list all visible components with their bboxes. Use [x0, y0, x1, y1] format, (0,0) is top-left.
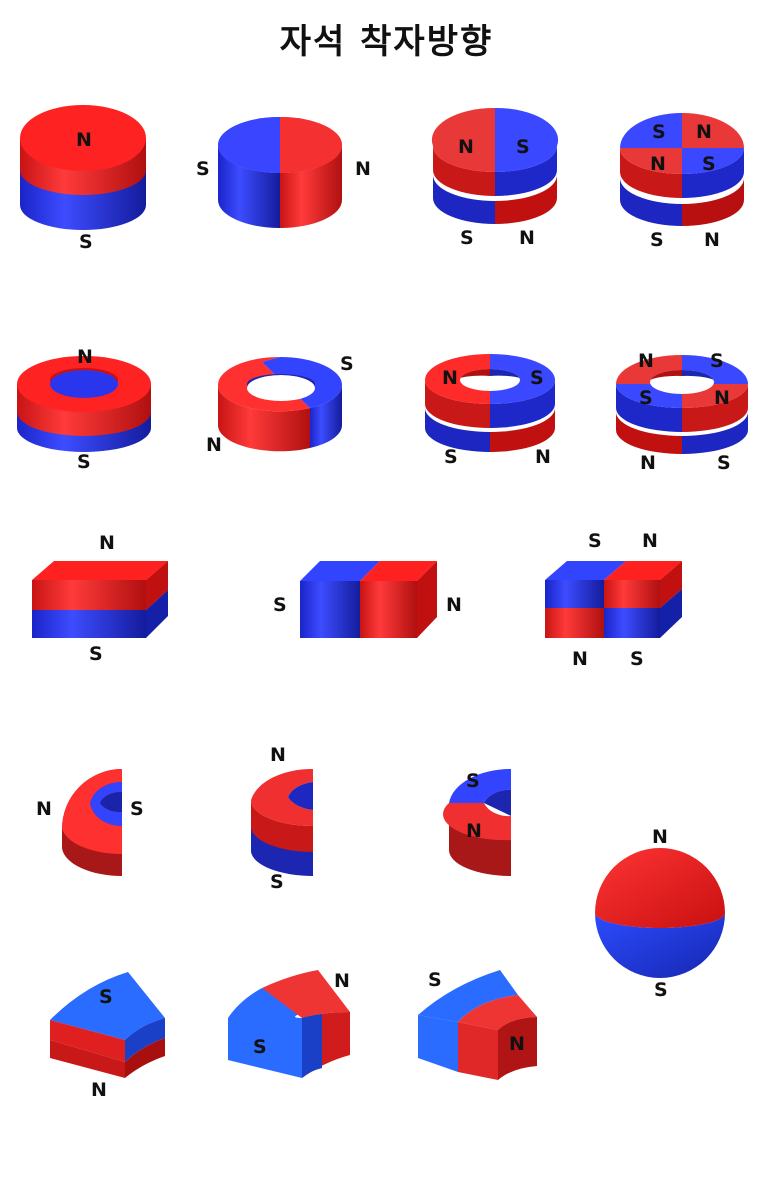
pole-label: N: [650, 153, 666, 175]
pole-label: N: [638, 350, 654, 372]
magnet-ring-four-pole: [616, 355, 748, 454]
magnet-ring-two-pole: [425, 354, 555, 452]
pole-label: N: [704, 229, 720, 251]
pole-label: N: [466, 820, 482, 842]
pole-label: S: [588, 530, 602, 552]
pole-label: N: [519, 227, 535, 249]
pole-label: N: [442, 367, 458, 389]
magnet-half-ring-axial: [251, 768, 313, 877]
magnet-disc-axial: [20, 105, 146, 230]
magnet-ring-diametric: [217, 357, 343, 452]
magnet-half-ring-two-pole: [443, 768, 511, 876]
magnet-arc-thickness: [50, 972, 165, 1078]
magnet-block-length: [300, 561, 437, 638]
pole-label: N: [572, 648, 588, 670]
pole-label: S: [130, 798, 144, 820]
pole-label: N: [535, 446, 551, 468]
pole-label: S: [654, 979, 668, 1001]
pole-label: S: [77, 451, 91, 473]
pole-label: S: [89, 643, 103, 665]
pole-label: S: [702, 153, 716, 175]
pole-label: N: [509, 1033, 525, 1055]
pole-label: N: [91, 1079, 107, 1101]
pole-label: S: [652, 121, 666, 143]
pole-label: S: [710, 350, 724, 372]
pole-label: S: [717, 452, 731, 474]
pole-label: N: [446, 594, 462, 616]
magnet-arc-length: [418, 970, 537, 1080]
pole-label: N: [696, 121, 712, 143]
pole-label: S: [270, 871, 284, 893]
pole-label: S: [79, 231, 93, 253]
pole-label: N: [76, 129, 92, 151]
pole-label: N: [355, 158, 371, 180]
pole-label: N: [99, 532, 115, 554]
pole-label: N: [458, 136, 474, 158]
pole-label: N: [714, 387, 730, 409]
pole-label: S: [516, 136, 530, 158]
pole-label: S: [444, 446, 458, 468]
pole-label: N: [652, 826, 668, 848]
page-title: 자석 착자방향: [279, 22, 494, 62]
magnet-block-four-pole: [545, 561, 682, 638]
magnet-block-thickness: [32, 561, 168, 638]
pole-labels: N S S N N S S N S N N S S N N S S N N S …: [36, 121, 731, 1101]
pole-label: S: [273, 594, 287, 616]
pole-label: S: [253, 1036, 267, 1058]
pole-label: S: [99, 986, 113, 1008]
pole-label: S: [428, 969, 442, 991]
pole-label: N: [640, 452, 656, 474]
pole-label: S: [340, 353, 354, 375]
pole-label: S: [466, 770, 480, 792]
magnet-sphere: [595, 848, 725, 978]
pole-label: N: [36, 798, 52, 820]
magnet-disc-two-pole: [431, 107, 559, 224]
pole-label: S: [530, 367, 544, 389]
magnet-ring-axial: [17, 356, 151, 452]
magnet-disc-four-pole: [620, 113, 744, 226]
pole-label: S: [650, 229, 664, 251]
pole-label: N: [206, 434, 222, 456]
pole-label: S: [196, 158, 210, 180]
pole-label: N: [642, 530, 658, 552]
magnet-disc-diametric: [218, 117, 342, 228]
magnet-half-ring-radial: [62, 769, 122, 877]
magnet-arc-width: [228, 970, 350, 1078]
pole-label: S: [460, 227, 474, 249]
pole-label: S: [630, 648, 644, 670]
pole-label: N: [334, 970, 350, 992]
pole-label: S: [639, 387, 653, 409]
pole-label: N: [270, 744, 286, 766]
pole-label: N: [77, 346, 93, 368]
